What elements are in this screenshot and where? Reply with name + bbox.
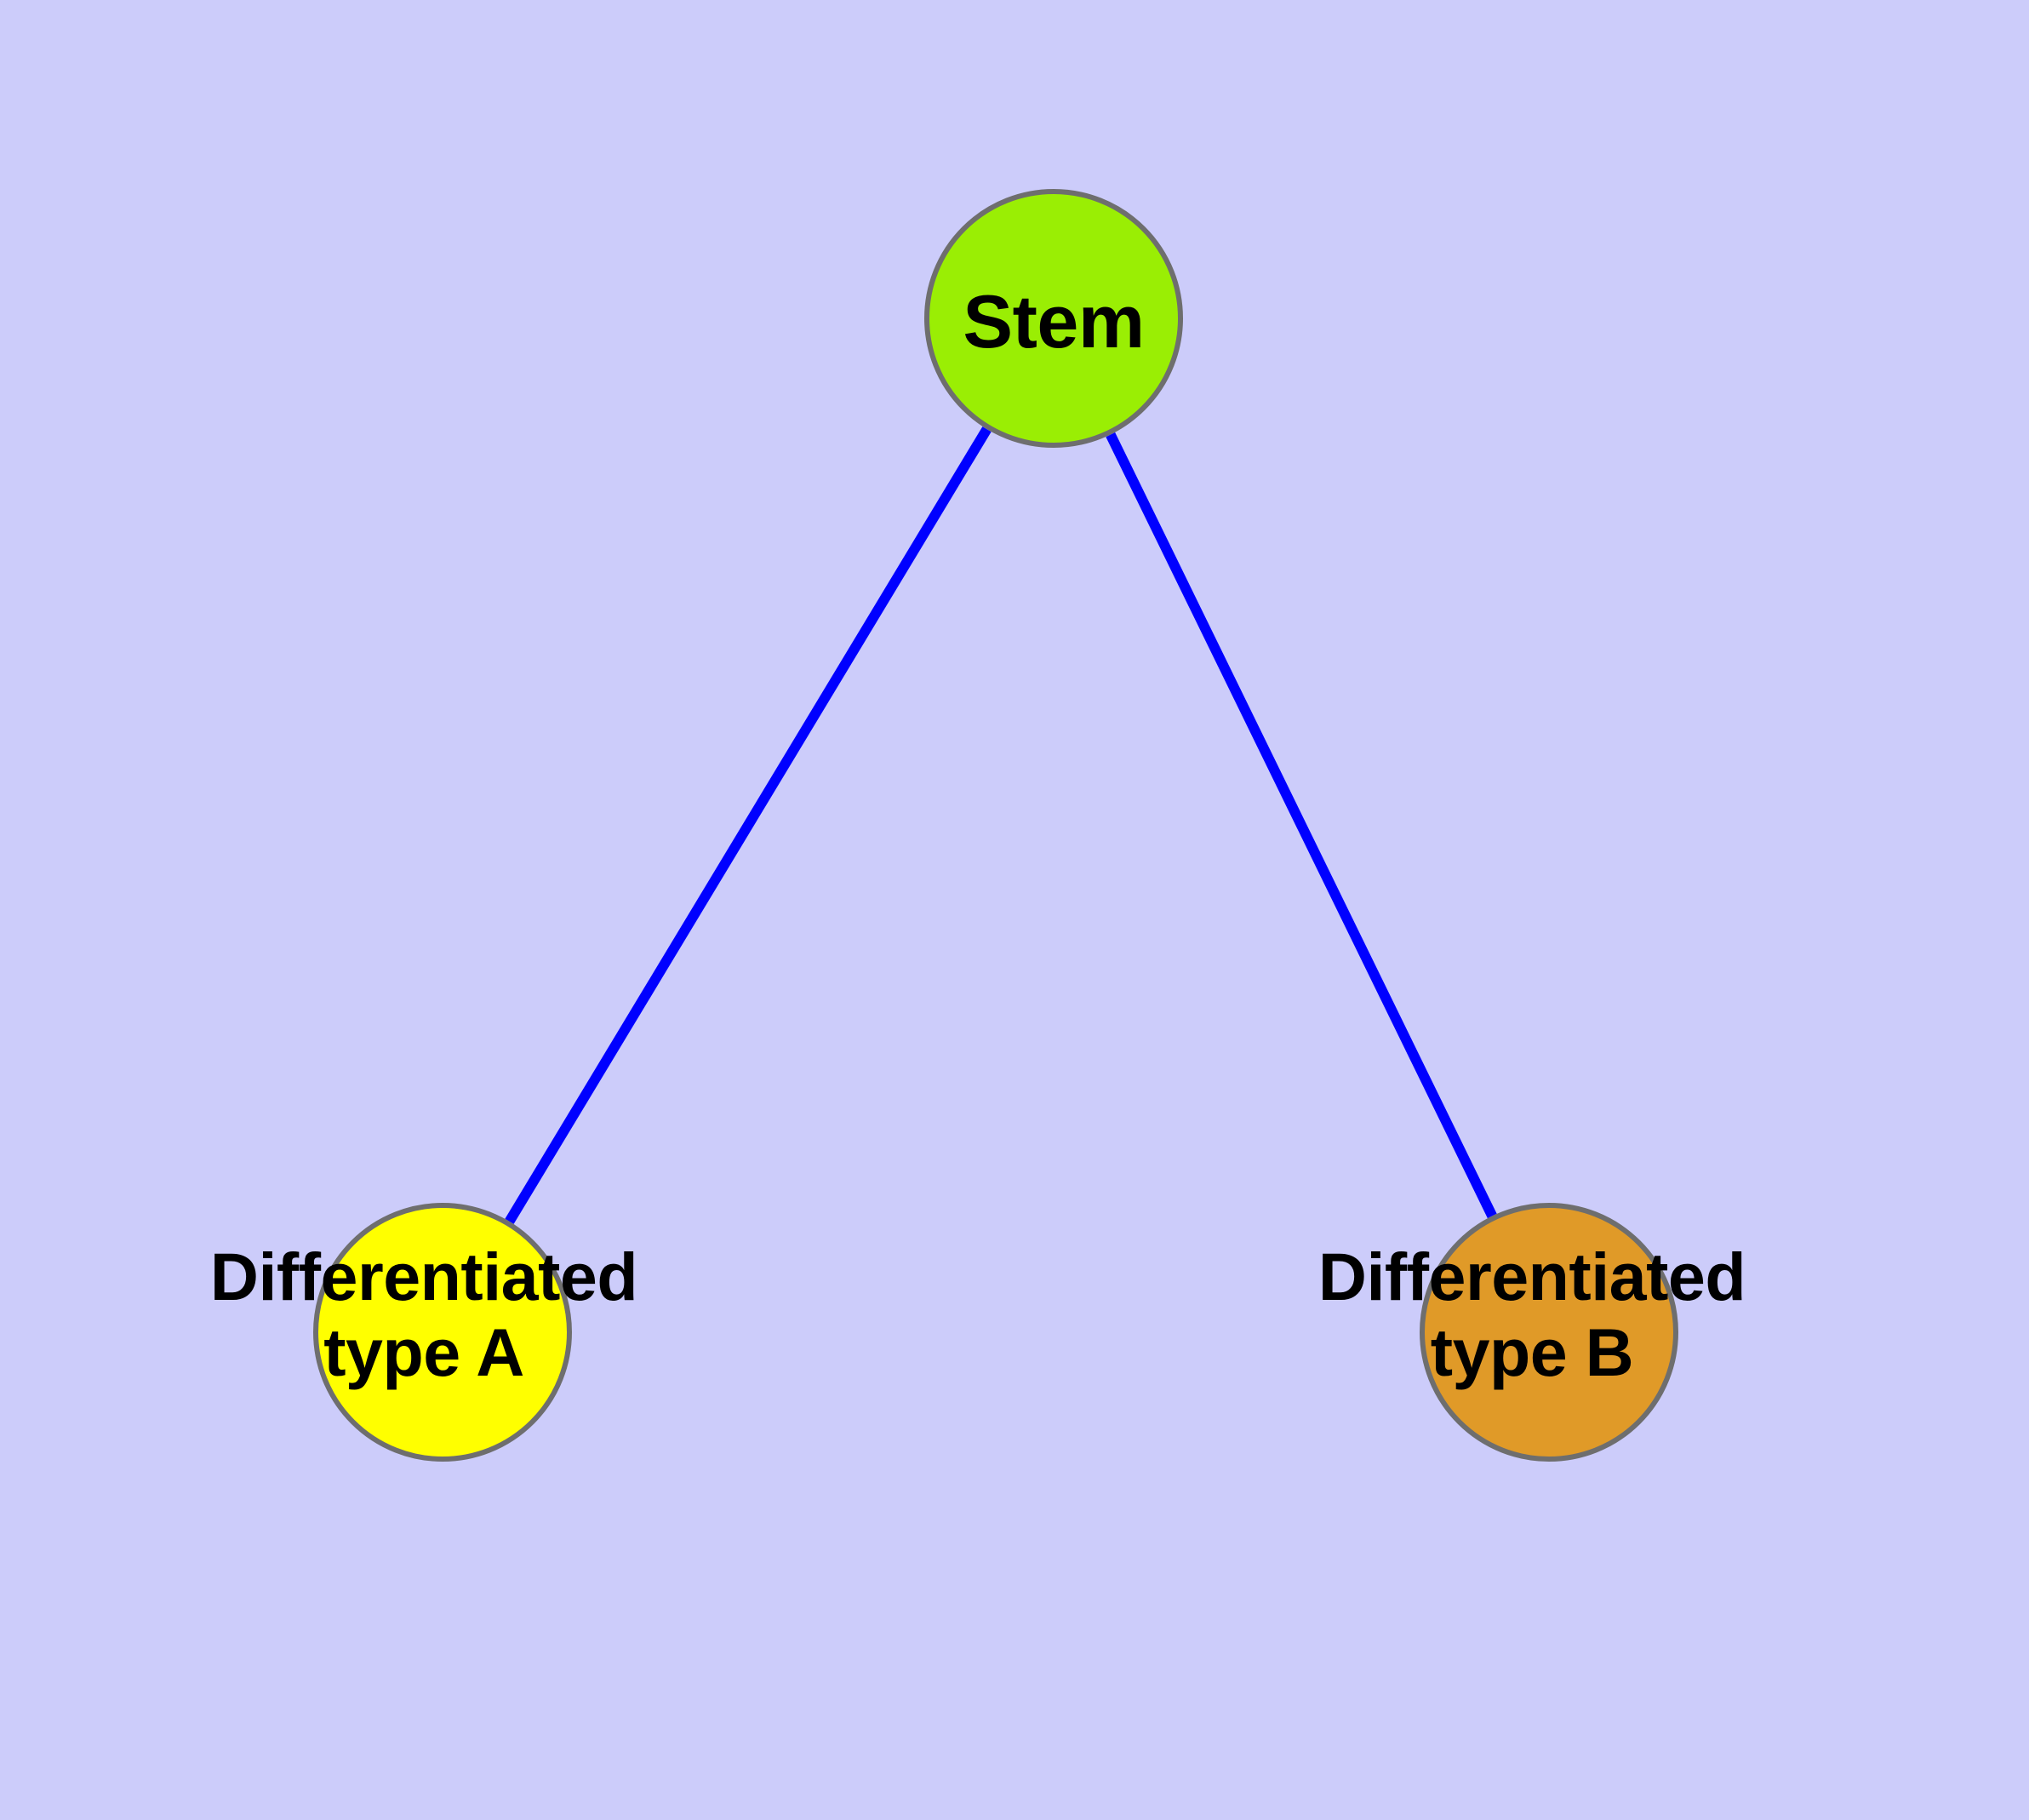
stem-node-circle[interactable] — [924, 189, 1183, 448]
differentiated-type-a-node-circle[interactable] — [313, 1203, 572, 1462]
edge-stem-to-differentiated-type-b — [1106, 432, 1497, 1219]
differentiated-type-b-node-circle[interactable] — [1420, 1203, 1678, 1462]
edge-stem-to-differentiated-type-a — [505, 426, 992, 1224]
